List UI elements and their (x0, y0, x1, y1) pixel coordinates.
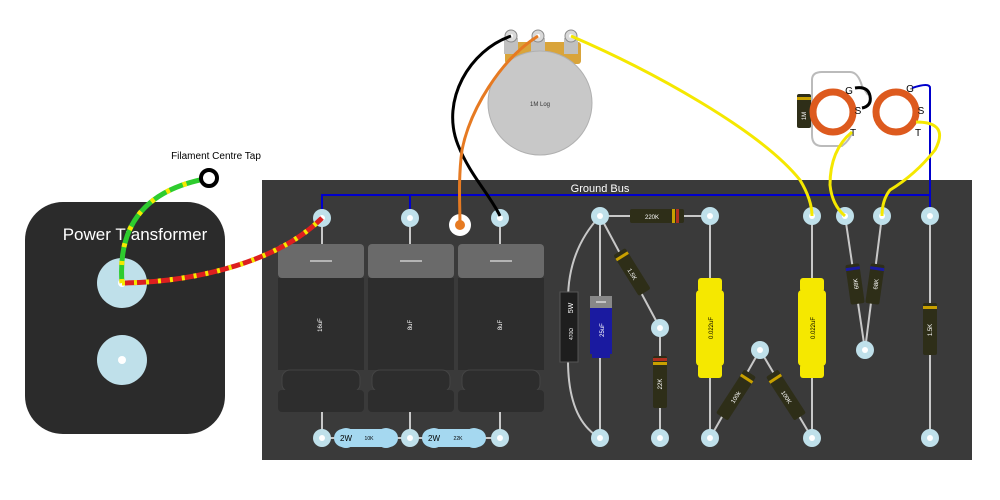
input-jack[interactable]: G S T (809, 86, 862, 139)
bypass-capacitor: 25uF (590, 296, 612, 358)
bias-resistor: 100K (766, 370, 806, 420)
grid-stopper-resistor: 220K (630, 209, 684, 223)
filter-cap-value: 16uF (318, 318, 324, 332)
coupling-capacitor: 0.022uF (696, 278, 724, 378)
supply-resistor: 2W 22K (422, 428, 486, 448)
cathode-resistor: 5W 470Ω (559, 291, 579, 363)
wiring (119, 34, 941, 286)
pot-value-label: 1M Log (530, 102, 550, 108)
filter-cap-value: 8uF (408, 319, 414, 330)
jack-pin-label: T (850, 128, 856, 139)
ground-bus-label: Ground Bus (571, 183, 630, 195)
plate-resistor: 22K (653, 356, 667, 408)
resistor-wattage: 5W (568, 302, 575, 313)
resistor-value: 470Ω (569, 328, 575, 340)
resistor-value: 220K (645, 215, 659, 221)
grid-resistor: 68K (845, 263, 865, 305)
jack-pin-label: S (855, 106, 862, 117)
coupling-capacitor: 0.022uF (798, 278, 826, 378)
jack-ground-jumper (854, 86, 872, 110)
capacitor-value: 0.022uF (709, 317, 715, 339)
capacitor-value: 0.022uF (811, 317, 817, 339)
filament-centre-tap: Filament Centre Tap (171, 151, 261, 188)
resistor-value: 68K (873, 279, 880, 290)
plate-resistor: 1.5K (614, 248, 650, 296)
jack-pin-label: T (915, 128, 921, 139)
resistor-value: 22K (658, 379, 664, 390)
resistor-value: 1.5K (928, 324, 934, 336)
capacitor-value: 25uF (600, 323, 606, 337)
resistor-value: 68K (853, 278, 860, 289)
resistor-value: 10K (365, 436, 375, 442)
resistor-wattage: 2W (340, 434, 352, 443)
filter-cap-value: 8uF (498, 319, 504, 330)
resistor-value: 22K (454, 436, 464, 442)
jack-pin-label: G (845, 86, 853, 97)
filter-capacitor: 8uF (458, 244, 544, 412)
power-transformer-label: Power Transformer (63, 225, 208, 244)
filter-capacitor: 16uF (278, 244, 364, 412)
grid-resistor: 68K (865, 263, 885, 305)
power-transformer: Power Transformer (25, 202, 225, 434)
output-resistor: 1.5K (923, 303, 937, 355)
supply-resistor: 2W 10K (334, 428, 398, 448)
resistor-value: 1M (802, 112, 808, 120)
filament-centre-tap-label: Filament Centre Tap (171, 151, 261, 162)
bias-resistor: 100k (716, 370, 756, 420)
jack-pin-label: S (918, 106, 925, 117)
jack-pin-label: G (906, 84, 914, 95)
filter-capacitor: 8uF (368, 244, 454, 412)
resistor-wattage: 2W (428, 434, 440, 443)
output-jack[interactable]: G S T (872, 84, 925, 139)
resistor-value: 1.5K (626, 268, 638, 282)
volume-potentiometer[interactable]: 1M Log (487, 29, 593, 156)
